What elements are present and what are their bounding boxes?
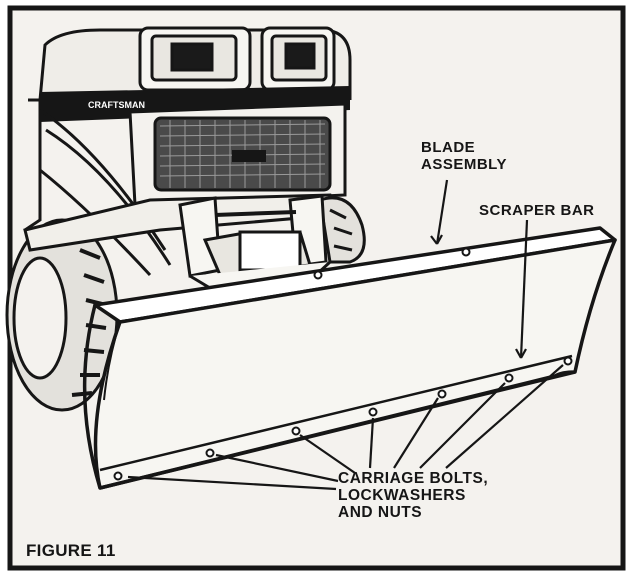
blade-top-bolts [313,247,471,280]
leader-blade [435,179,449,245]
leader-bolt-2 [215,453,339,483]
grille-badge [232,150,266,162]
scraper-bar-label: SCRAPER BAR [479,202,595,219]
blade-assembly-label: BLADE ASSEMBLY [421,139,507,173]
blade-face [93,238,617,490]
blade-left-edge [82,304,102,489]
leader-bolt-4 [368,417,375,469]
leader-bolt-5 [393,397,439,469]
right-wheel [318,196,366,264]
scraper-bar-strip [99,354,573,472]
tractor-badge: CRAFTSMAN [88,100,145,110]
scraper-bolts [113,356,573,481]
callout-leaders [127,179,564,491]
hitch-mount [178,194,332,302]
figure-caption: FIGURE 11 [26,541,116,560]
leader-bolt-3 [299,434,356,474]
side-frame [23,98,337,277]
leader-bolt-6 [419,382,506,469]
leader-scraper [519,219,529,359]
fasteners-label: CARRIAGE BOLTS, LOCKWASHERS AND NUTS [338,470,489,522]
left-wheel [5,218,119,412]
tractor-hood [38,26,352,101]
leader-bolt-1 [127,475,337,491]
leader-bolt-7 [445,364,564,469]
